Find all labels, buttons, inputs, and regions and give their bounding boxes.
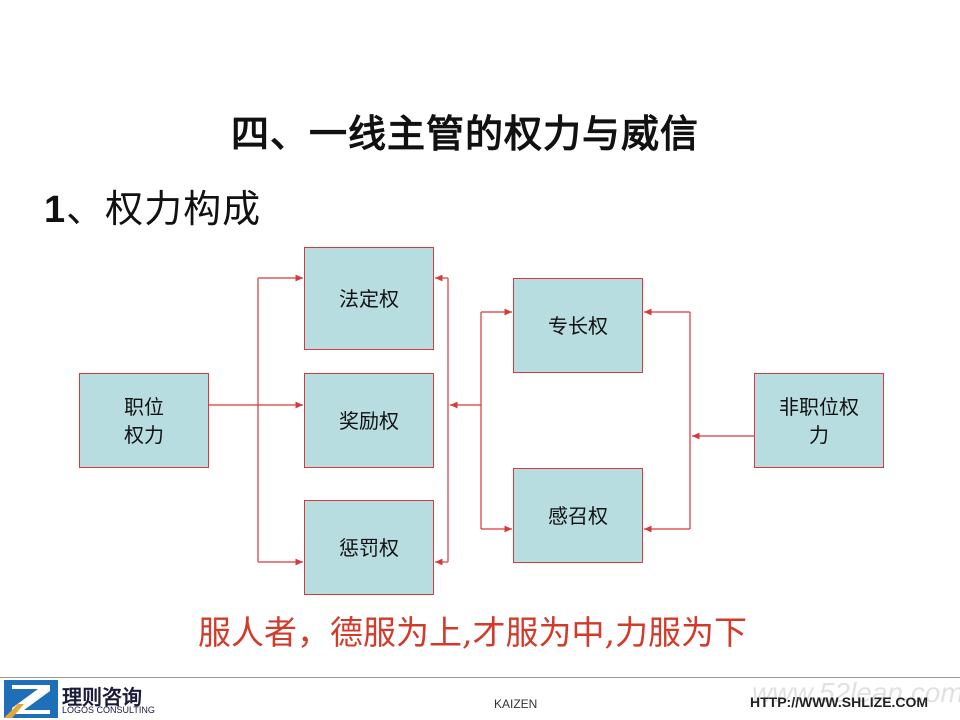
slide-title: 四、一线主管的权力与威信 <box>230 112 699 156</box>
section-number: 1 <box>44 189 67 231</box>
position-power-line1: 职位 <box>124 394 164 419</box>
charisma-power-box: 感召权 <box>513 468 643 563</box>
logo-text-en: LOGOS CONSULTING <box>62 705 155 715</box>
logo-icon <box>4 680 58 718</box>
punish-power-label: 惩罚权 <box>339 535 399 560</box>
expert-power-label: 专长权 <box>548 313 608 338</box>
non-position-power-line1: 非职位权 <box>779 394 859 419</box>
punish-power-box: 惩罚权 <box>304 500 434 595</box>
position-power-box: 职位权力 <box>79 373 209 468</box>
expert-power-box: 专长权 <box>513 278 643 373</box>
footer-kaizen: KAIZEN <box>494 697 538 711</box>
reward-power-box: 奖励权 <box>304 373 434 468</box>
legal-power-box: 法定权 <box>304 247 434 350</box>
reward-power-label: 奖励权 <box>339 408 399 433</box>
legal-power-label: 法定权 <box>339 286 399 311</box>
non-position-power-line2: 力 <box>809 422 829 447</box>
footer-url: HTTP://WWW.SHLIZE.COM <box>750 694 929 710</box>
non-position-power-box: 非职位权力 <box>754 373 884 468</box>
section-heading-text: 、权力构成 <box>66 187 262 231</box>
position-power-line2: 权力 <box>124 422 164 447</box>
logo-text-cn: 理则咨询 <box>62 685 142 709</box>
section-heading: 1、权力构成 <box>44 178 261 233</box>
footer-divider <box>0 677 960 678</box>
motto-text: 服人者，德服为上,才服为中,力服为下 <box>198 613 747 652</box>
charisma-power-label: 感召权 <box>548 503 608 528</box>
watermark: www.52lean.com <box>752 677 960 708</box>
